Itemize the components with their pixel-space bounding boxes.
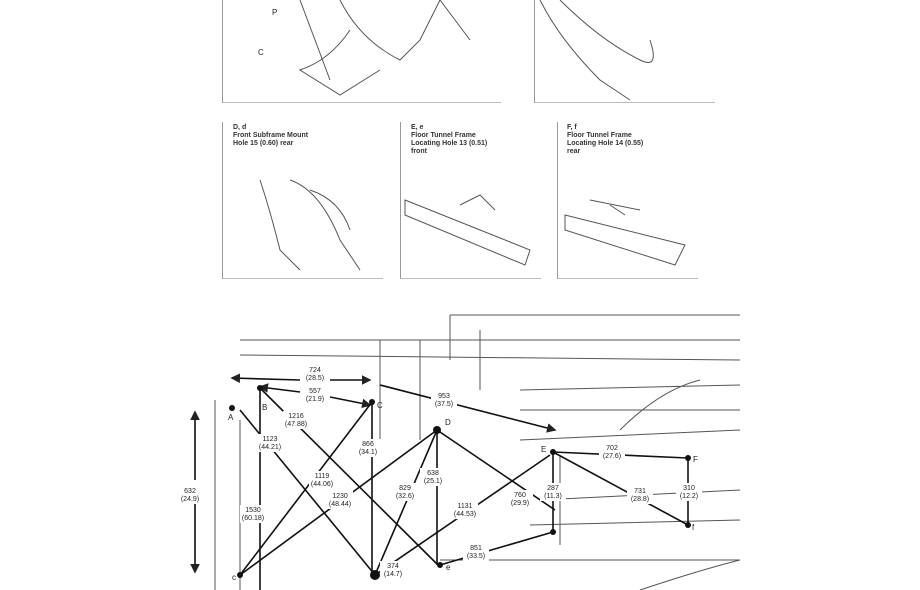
caption-line: front <box>411 148 427 155</box>
dimension-labels: 724(28.5) 557(21.9) 1216(47.88) 1123(44.21)… <box>177 365 702 579</box>
dimension-inches: (32.6) <box>396 493 414 500</box>
dimension-mm: 731 <box>634 488 646 495</box>
dimension-mm: 1216 <box>288 413 304 420</box>
caption-id: D, d <box>233 124 247 131</box>
dimension-label-bg <box>627 486 653 504</box>
dimension-label-bg <box>240 505 266 523</box>
dimension-inches: (44.53) <box>454 511 476 518</box>
dimension-inches: (28.8) <box>631 496 649 503</box>
detail-label-p: P <box>272 8 277 17</box>
dimension-mm: 1230 <box>332 493 348 500</box>
dimension-inches: (11.3) <box>544 493 562 500</box>
point-label-f: F <box>693 455 698 464</box>
dimension-inches: (44.21) <box>259 444 281 451</box>
dimension-label-bg <box>599 443 625 461</box>
dimension-mm: 287 <box>547 485 559 492</box>
detail-label-c: C <box>258 48 264 57</box>
dimension-mm: 953 <box>438 393 450 400</box>
point-label-lower-f: f <box>692 523 695 532</box>
caption-line: Hole 15 (0.60) rear <box>233 140 294 147</box>
dimension-mm: 866 <box>362 441 374 448</box>
detail-caption-d: D, d Front Subframe Mount Hole 15 (0.60)… <box>233 124 308 148</box>
dimension-mm: 374 <box>387 563 399 570</box>
dimension-mm: 702 <box>606 445 618 452</box>
point-label-lower-d: e <box>446 563 451 572</box>
dimension-inches: (29.9) <box>511 500 529 507</box>
dimension-inches: (37.5) <box>435 401 453 408</box>
point-label-d: D <box>445 418 451 427</box>
caption-line: Floor Tunnel Frame <box>411 132 476 139</box>
dimension-label-bg <box>302 365 328 383</box>
dimension-label-bg <box>283 411 309 429</box>
dimension-label-bg <box>392 483 418 501</box>
dimension-label-bg <box>302 386 328 404</box>
dimension-inches: (27.6) <box>603 453 621 460</box>
point-label-b: B <box>262 403 267 412</box>
dimension-label-bg <box>676 483 702 501</box>
dimension-label-bg <box>420 468 446 486</box>
dimension-mm: 724 <box>309 367 321 374</box>
caption-line: Floor Tunnel Frame <box>567 132 632 139</box>
dimension-label-bg <box>257 434 283 452</box>
detail-panel-b <box>222 0 501 103</box>
point-label-c: C <box>377 401 383 410</box>
dimension-inches: (47.88) <box>285 421 307 428</box>
dimension-inches: (44.06) <box>311 481 333 488</box>
caption-line: Front Subframe Mount <box>233 132 309 139</box>
dimension-mm: 829 <box>399 485 411 492</box>
dimension-label-bg <box>355 439 381 457</box>
dimension-inches: (24.9) <box>181 496 199 503</box>
dimension-mm: 1119 <box>315 473 330 480</box>
detail-panel-c <box>534 0 715 103</box>
caption-id: E, e <box>411 124 424 131</box>
dimension-inches: (33.5) <box>467 553 485 560</box>
dimension-mm: 1123 <box>262 436 277 443</box>
dimension-label-bg <box>452 501 478 519</box>
dimension-mm: 1131 <box>457 503 472 510</box>
dimension-mm: 851 <box>470 545 482 552</box>
point-label-lower-c: c <box>232 573 236 582</box>
detail-caption-f: F, f Floor Tunnel Frame Locating Hole 14… <box>567 124 643 156</box>
dimension-inches: (28.5) <box>306 375 324 382</box>
detail-caption-e: E, e Floor Tunnel Frame Locating Hole 13… <box>411 124 487 156</box>
caption-line: Locating Hole 14 (0.55) <box>567 140 644 147</box>
caption-line: Locating Hole 13 (0.51) <box>411 140 488 147</box>
point-label-e: E <box>541 445 546 454</box>
dimension-inches: (60.18) <box>242 515 264 522</box>
dimension-label-bg <box>177 486 203 504</box>
dimension-label-bg <box>463 543 489 561</box>
dimension-inches: (34.1) <box>359 449 377 456</box>
dimension-mm: 557 <box>309 388 321 395</box>
caption-id: F, f <box>567 124 577 131</box>
dimension-label-bg <box>309 471 335 489</box>
detail-panel-d <box>222 122 383 279</box>
dimension-label-bg <box>431 391 457 409</box>
dimension-inches: (21.9) <box>306 396 324 403</box>
measurement-points <box>229 385 691 580</box>
dimension-mm: 310 <box>683 485 695 492</box>
dimension-label-bg <box>507 490 533 508</box>
detail-panel-e <box>400 122 541 279</box>
dimension-mm: 638 <box>427 470 439 477</box>
dimension-inches: (48.44) <box>329 501 351 508</box>
dimension-label-bg <box>327 491 353 509</box>
dimension-mm: 1530 <box>245 507 261 514</box>
caption-line: rear <box>567 148 581 155</box>
point-label-a: A <box>228 413 234 422</box>
dimension-mm: 632 <box>184 488 196 495</box>
dimension-label-bg <box>380 561 406 579</box>
dimension-mm: 760 <box>514 492 526 499</box>
detail-panel-f <box>557 122 698 279</box>
dimension-inches: (25.1) <box>424 478 442 485</box>
dimension-inches: (12.2) <box>680 493 698 500</box>
dimension-label-bg <box>540 483 566 501</box>
dimension-inches: (14.7) <box>384 571 402 578</box>
